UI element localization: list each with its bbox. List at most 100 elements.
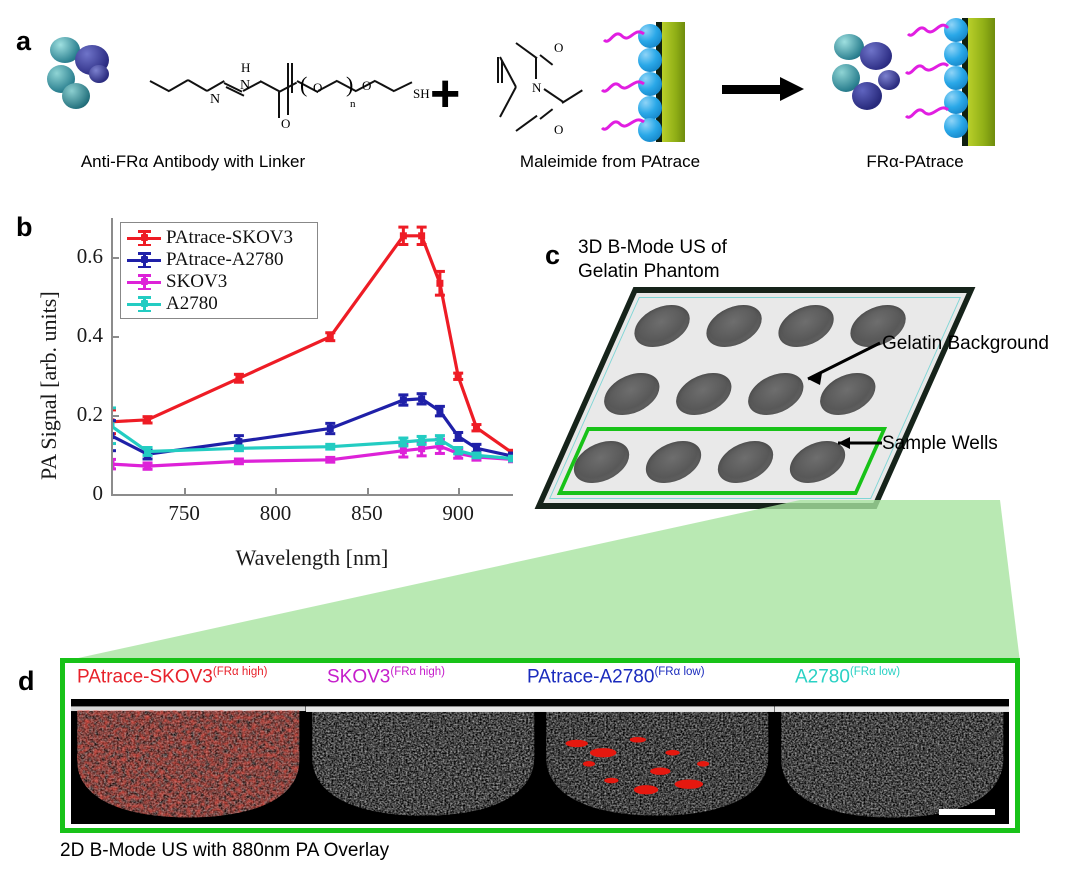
legend-label: PAtrace-SKOV3 bbox=[166, 227, 294, 248]
data-point-marker bbox=[235, 374, 243, 382]
panel-c-title-line1: 3D B-Mode US of bbox=[578, 237, 727, 258]
x-axis-title: Wavelength [nm] bbox=[235, 545, 389, 570]
data-point-marker bbox=[144, 416, 152, 424]
data-point-marker bbox=[399, 232, 407, 240]
data-point-marker bbox=[326, 456, 334, 464]
antibody-illustration bbox=[42, 35, 162, 120]
panel-d-label-0: PAtrace-SKOV3(FRα high) bbox=[77, 666, 267, 688]
y-axis-title: PA Signal [arb. units] bbox=[36, 291, 61, 480]
legend-label: A2780 bbox=[166, 293, 218, 314]
chem-bracket-open: ( bbox=[300, 72, 308, 97]
x-tick bbox=[184, 488, 187, 496]
peg-chain-squiggle bbox=[904, 23, 950, 119]
chem-label-h: H bbox=[241, 60, 251, 75]
linker-chemical-structure: N H N O O O n SH ( ) bbox=[149, 52, 440, 132]
antibody-lobe bbox=[834, 34, 864, 60]
legend-swatch-icon bbox=[127, 230, 161, 246]
legend-item-3[interactable]: A2780 bbox=[127, 293, 311, 315]
panel-a-caption-maleimide: Maleimide from PAtrace bbox=[519, 152, 701, 171]
antibody-lobe bbox=[62, 83, 90, 109]
panel-a-caption-conjugate: FRα-PAtrace bbox=[866, 152, 964, 171]
panel-d-label-superscript: (FRα high) bbox=[212, 666, 268, 678]
chem-label-o-ether-2: O bbox=[362, 78, 372, 93]
panel-d-caption: 2D B-Mode US with 880nm PA Overlay bbox=[60, 840, 390, 861]
x-tick bbox=[275, 488, 278, 496]
panel-d-labels-row: PAtrace-SKOV3(FRα high) SKOV3(FRα high) PA… bbox=[65, 663, 1015, 697]
data-point-marker bbox=[418, 395, 426, 403]
chem-label-sh: SH bbox=[413, 86, 430, 101]
panel-a-letter: a bbox=[16, 26, 32, 56]
series-line-3 bbox=[111, 424, 513, 461]
conjugate-antibody-illustration bbox=[828, 30, 938, 125]
data-point-marker bbox=[326, 443, 334, 451]
y-tick-label: 0.4 bbox=[76, 322, 103, 347]
x-axis-line bbox=[111, 494, 513, 496]
chart-svg bbox=[111, 225, 513, 471]
series-line-1 bbox=[111, 397, 513, 458]
legend-item-0[interactable]: PAtrace-SKOV3 bbox=[127, 227, 311, 249]
legend-swatch-icon bbox=[127, 274, 161, 290]
x-tick-label: 900 bbox=[442, 501, 474, 525]
panel-d-label-name: PAtrace-A2780 bbox=[527, 666, 655, 688]
annotation-arrows bbox=[807, 341, 882, 449]
y-tick bbox=[111, 494, 119, 496]
y-tick bbox=[111, 335, 119, 338]
y-axis-line bbox=[111, 218, 113, 495]
data-point-marker bbox=[326, 333, 334, 341]
panel-c-3d-bmode-phantom: 3D B-Mode US of Gelatin Phantom Gelatin … bbox=[530, 225, 1080, 525]
panel-a-caption-antibody: Anti-FRα Antibody with Linker bbox=[80, 152, 306, 171]
x-tick-label: 800 bbox=[259, 501, 292, 525]
plus-sign: + bbox=[430, 65, 461, 123]
legend-item-1[interactable]: PAtrace-A2780 bbox=[127, 249, 311, 271]
data-point-marker bbox=[326, 425, 334, 433]
annotation-gelatin-background: Gelatin Background bbox=[882, 333, 1049, 354]
data-point-marker bbox=[418, 445, 426, 453]
panel-d-label-name: PAtrace-SKOV3 bbox=[77, 666, 213, 688]
antibody-lobe bbox=[860, 42, 892, 70]
data-point-marker bbox=[454, 432, 462, 440]
panel-d-label-3: A2780(FRα low) bbox=[795, 666, 900, 688]
legend-swatch-icon bbox=[127, 296, 161, 312]
nanoparticle-surface-maleimide bbox=[600, 22, 685, 142]
chem-label-o-bottom: O bbox=[554, 122, 564, 137]
antibody-lobe bbox=[852, 82, 882, 110]
data-point-marker bbox=[144, 462, 152, 470]
y-tick bbox=[111, 414, 119, 417]
y-tick-label: 0.6 bbox=[76, 243, 103, 268]
data-point-marker bbox=[418, 232, 426, 240]
us-tile-a2780 bbox=[774, 699, 1009, 824]
legend-label: SKOV3 bbox=[166, 271, 228, 292]
reaction-arrow-icon bbox=[722, 77, 812, 101]
data-point-marker bbox=[509, 455, 513, 463]
chem-label-o-top: O bbox=[554, 40, 564, 55]
x-tick-label: 750 bbox=[168, 501, 200, 525]
data-point-marker bbox=[436, 407, 444, 415]
chart-plot-area bbox=[111, 218, 513, 495]
y-tick-label: 0.2 bbox=[76, 401, 103, 426]
legend-item-2[interactable]: SKOV3 bbox=[127, 271, 311, 293]
data-point-marker bbox=[454, 447, 462, 455]
chem-label-o-carbonyl: O bbox=[281, 116, 291, 131]
x-tick-label: 850 bbox=[351, 501, 383, 525]
data-point-marker bbox=[235, 444, 243, 452]
y-tick bbox=[111, 256, 119, 259]
antibody-lobe bbox=[89, 65, 109, 83]
panel-d-letter: d bbox=[18, 666, 35, 696]
data-point-marker bbox=[144, 447, 152, 455]
us-tile-patrace-a2780 bbox=[540, 699, 775, 824]
data-point-marker bbox=[235, 457, 243, 465]
errorbar bbox=[111, 419, 116, 453]
panel-d-label-superscript: (FRα low) bbox=[849, 666, 901, 678]
chem-label-n: N bbox=[240, 78, 251, 93]
us-tile-skov3 bbox=[305, 699, 540, 824]
chem-label-n-subscript: n bbox=[350, 98, 356, 110]
panel-d-2d-bmode-pa-overlay: PAtrace-SKOV3(FRα high) SKOV3(FRα high) PA… bbox=[60, 658, 1020, 833]
panel-d-label-name: A2780 bbox=[795, 666, 850, 688]
panel-d-label-2: PAtrace-A2780(FRα low) bbox=[527, 666, 705, 688]
data-point-marker bbox=[472, 424, 480, 432]
data-point-marker bbox=[399, 447, 407, 455]
panel-d-label-1: SKOV3(FRα high) bbox=[327, 666, 445, 688]
y-tick-label: 0 bbox=[92, 481, 104, 505]
data-point-marker bbox=[454, 372, 462, 380]
